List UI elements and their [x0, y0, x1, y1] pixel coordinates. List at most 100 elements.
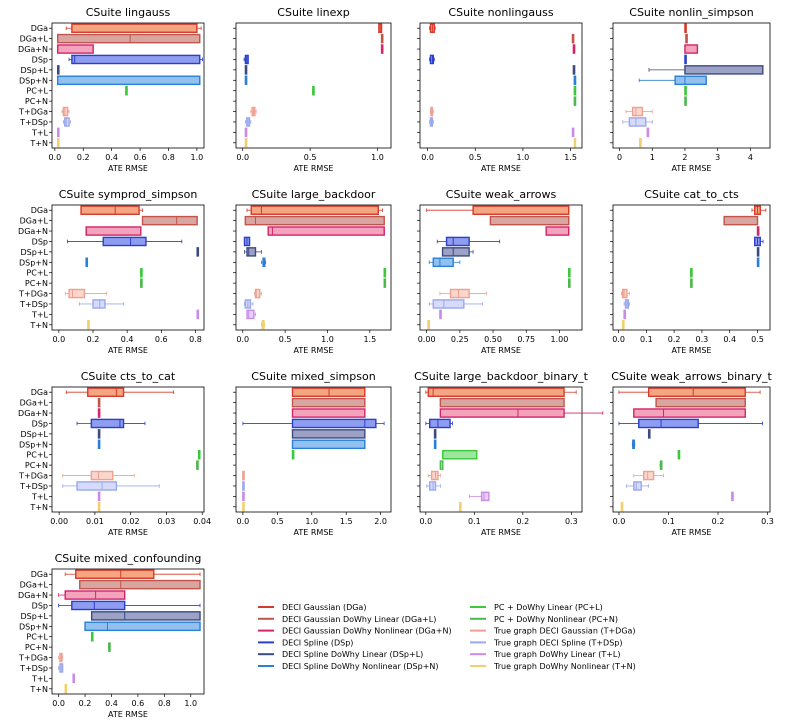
- box-T+L: [623, 309, 627, 320]
- y-tick-label: T+DSp: [19, 664, 48, 673]
- box-T+L: [731, 491, 734, 502]
- x-tick-label: 0.4: [723, 335, 736, 344]
- box-iqr: [291, 408, 366, 418]
- x-tick-label: 1.0: [305, 517, 318, 526]
- box-PC+N: [659, 460, 663, 470]
- x-tick-label: 0.0: [52, 699, 65, 708]
- box-T+L: [246, 309, 256, 320]
- box-DGa: [426, 205, 570, 215]
- box-DGa+N: [291, 408, 366, 418]
- legend-label: DECI Spline DoWhy Linear (DSp+L): [282, 650, 423, 659]
- box-DGa+L: [380, 33, 384, 44]
- box-DSp+N: [84, 621, 201, 632]
- box-DSp+L: [647, 429, 651, 439]
- box-T+L: [439, 309, 442, 320]
- x-axis-label: ATE RMSE: [672, 164, 712, 173]
- box-iqr: [267, 226, 385, 236]
- x-tick-label: 0.4: [105, 699, 118, 708]
- box-DGa+N: [756, 226, 760, 236]
- box-iqr: [291, 397, 366, 408]
- x-tick-label: 0: [617, 153, 622, 162]
- box-iqr: [647, 387, 746, 397]
- x-tick-label: 0.0: [613, 517, 626, 526]
- x-tick-label: 0.8: [158, 699, 171, 708]
- x-tick-label: 1.0: [191, 153, 204, 162]
- x-axis-label: ATE RMSE: [294, 346, 334, 355]
- x-tick-label: 0.1: [640, 335, 653, 344]
- subplot-title: CSuite nonlin_simpson: [629, 6, 753, 19]
- box-DSp+L: [756, 247, 760, 257]
- legend: DECI Gaussian (DGa)DECI Gaussian DoWhy L…: [258, 603, 636, 671]
- box-PC+L: [568, 267, 571, 278]
- box-DSp: [66, 236, 183, 247]
- box-DSp: [242, 418, 385, 429]
- box-iqr: [90, 470, 114, 481]
- y-tick-label: T+DSp: [19, 118, 48, 127]
- axes-frame: [51, 204, 205, 331]
- box-DGa: [429, 23, 436, 33]
- axes-frame: [419, 386, 583, 513]
- subplot-0: CSuite lingaussDGaDGa+LDGa+NDSpDSp+LDSp+…: [18, 6, 205, 173]
- legend-item: True graph DECI Gaussian (T+DGa): [470, 627, 636, 636]
- x-tick-label: 0.0: [419, 517, 432, 526]
- axes-frame: [612, 386, 771, 513]
- y-tick-label: T+L: [31, 310, 49, 319]
- box-DGa+N: [439, 408, 604, 418]
- box-iqr: [90, 611, 201, 621]
- box-T+N: [97, 502, 101, 512]
- y-tick-label: DGa+N: [18, 45, 48, 54]
- box-DSp+N: [56, 75, 201, 86]
- box-DSp+L: [244, 65, 248, 75]
- subplot-title: CSuite large_backdoor_binary_t: [414, 370, 589, 383]
- box-DSp+L: [244, 247, 262, 257]
- y-tick-label: DGa+L: [20, 217, 49, 226]
- box-DGa+N: [58, 590, 126, 600]
- box-PC+N: [140, 278, 143, 288]
- box-iqr: [56, 75, 201, 86]
- box-DSp+L: [56, 65, 60, 75]
- box-iqr: [439, 408, 565, 418]
- axes-frame: [235, 386, 392, 513]
- box-PC+N: [108, 642, 111, 652]
- box-DGa+N: [684, 44, 699, 54]
- x-tick-label: 0.8: [189, 335, 202, 344]
- y-tick-label: DSp: [32, 55, 48, 64]
- box-DGa+N: [380, 44, 384, 54]
- y-tick-label: DSp+L: [21, 248, 49, 257]
- x-tick-label: 0.0: [48, 153, 61, 162]
- box-T+L: [196, 309, 200, 320]
- box-DGa: [684, 23, 687, 33]
- box-DSp: [436, 236, 501, 247]
- x-tick-label: 0.3: [696, 335, 709, 344]
- box-T+DSp: [62, 481, 160, 491]
- x-tick-label: 1.5: [363, 335, 376, 344]
- box-PC+N: [573, 96, 577, 106]
- box-PC+L: [140, 267, 143, 278]
- box-iqr: [432, 257, 454, 268]
- y-tick-label: DSp+N: [19, 440, 48, 449]
- axes-frame: [419, 22, 583, 149]
- box-DGa+L: [723, 215, 759, 226]
- y-tick-label: DGa+N: [18, 409, 48, 418]
- box-DSp: [429, 54, 435, 65]
- x-tick-label: 0.0: [52, 335, 65, 344]
- y-tick-label: PC+N: [25, 643, 48, 652]
- box-iqr: [71, 600, 126, 611]
- x-tick-label: 0.1: [662, 517, 675, 526]
- x-axis-label: ATE RMSE: [294, 164, 334, 173]
- x-tick-label: 0.8: [162, 153, 175, 162]
- box-iqr: [723, 215, 759, 226]
- x-tick-label: 0.3: [761, 517, 774, 526]
- x-tick-label: 4: [748, 153, 753, 162]
- subplot-title: CSuite cts_to_cat: [81, 370, 176, 383]
- x-tick-label: 0.04: [193, 517, 211, 526]
- box-iqr: [432, 299, 465, 309]
- x-tick-label: 0.0: [236, 153, 249, 162]
- box-iqr: [71, 54, 201, 65]
- x-axis-label: ATE RMSE: [108, 346, 148, 355]
- box-iqr: [674, 75, 707, 86]
- box-DSp+L: [433, 429, 437, 439]
- subplot-title: CSuite weak_arrows: [446, 188, 557, 201]
- x-tick-label: 0.00: [50, 517, 68, 526]
